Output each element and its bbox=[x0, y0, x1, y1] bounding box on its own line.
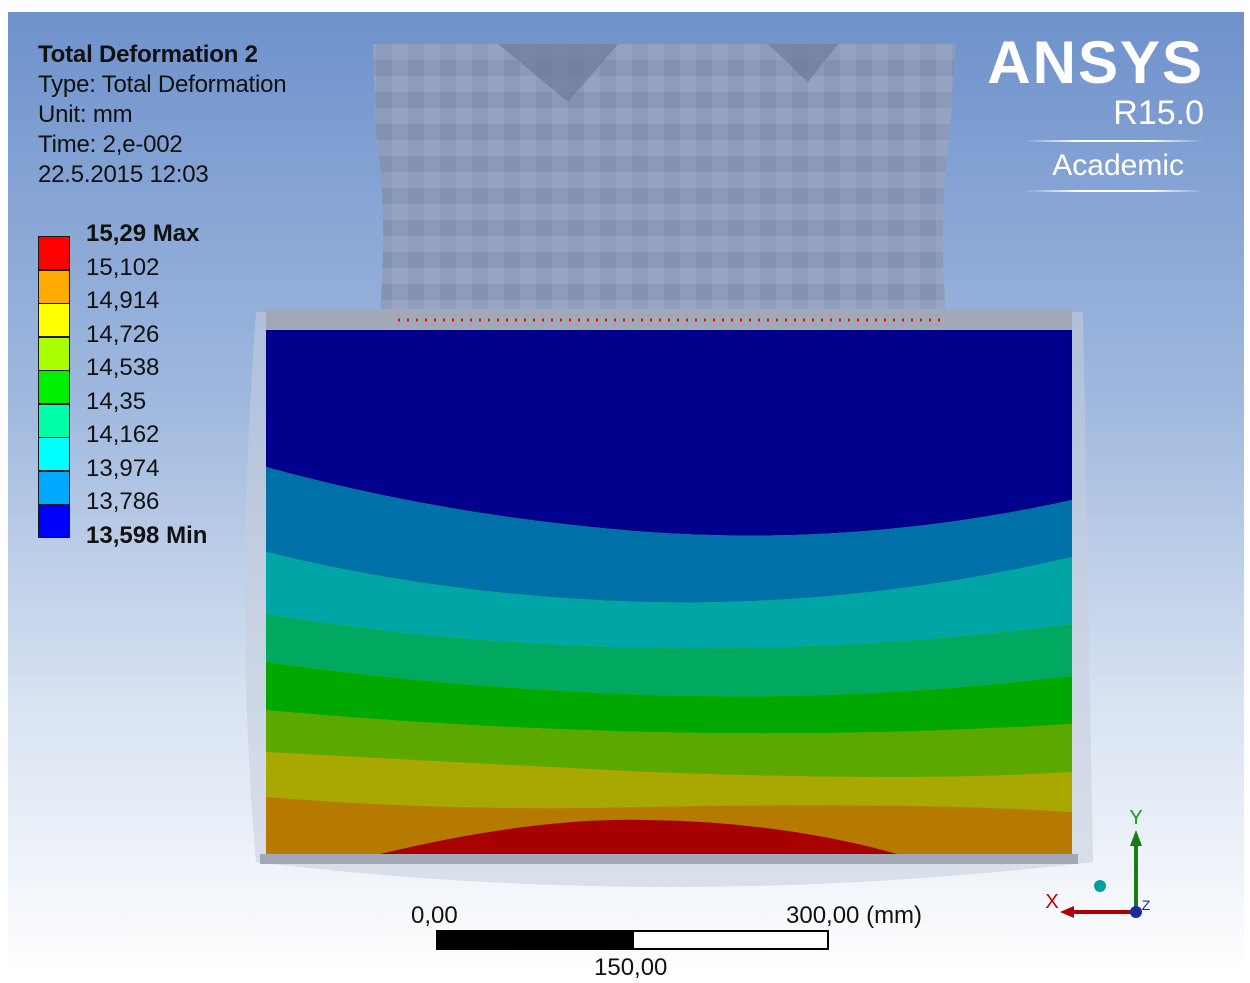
legend-swatch bbox=[38, 303, 70, 337]
origin-dot-icon bbox=[1094, 880, 1106, 892]
legend-swatch bbox=[38, 504, 70, 538]
logo-divider bbox=[1024, 140, 1204, 142]
legend-label: 14,726 bbox=[86, 320, 160, 348]
legend-label: 14,538 bbox=[86, 354, 160, 381]
legend-label: 14,914 bbox=[86, 287, 160, 314]
bottom-plate bbox=[260, 854, 1078, 864]
z-axis-icon bbox=[1130, 906, 1142, 918]
legend-swatch bbox=[38, 470, 70, 505]
legend-swatch bbox=[38, 437, 70, 471]
result-title: Total Deformation 2 bbox=[38, 41, 258, 68]
legend-label: 15,102 bbox=[86, 253, 160, 281]
contour-bands bbox=[266, 330, 1072, 857]
legend-swatch bbox=[38, 236, 70, 270]
legend-label: 15,29 Max bbox=[86, 220, 200, 247]
logo-edition: Academic bbox=[1052, 149, 1184, 182]
graphics-viewport[interactable]: Total Deformation 2 Type: Total Deformat… bbox=[8, 12, 1244, 978]
upper-mesh-shadow-2 bbox=[768, 44, 838, 82]
ansys-logo: ANSYS R15.0 Academic bbox=[987, 32, 1204, 192]
logo-divider-bottom bbox=[1024, 190, 1204, 192]
result-datetime: 22.5.2015 12:03 bbox=[38, 161, 209, 188]
legend-swatch bbox=[38, 336, 70, 371]
result-time: Time: 2,e-002 bbox=[38, 131, 183, 158]
legend-label: 13,974 bbox=[86, 454, 160, 482]
result-info: Total Deformation 2 Type: Total Deformat… bbox=[38, 40, 287, 190]
scale-bar-black bbox=[436, 930, 634, 950]
legend-swatch bbox=[38, 370, 70, 404]
scale-left-label: 0,00 bbox=[411, 902, 458, 929]
legend-label: 14,35 bbox=[86, 387, 147, 415]
upper-mesh-shadow bbox=[498, 44, 618, 102]
scale-mid-label: 150,00 bbox=[594, 954, 668, 978]
scale-bar-white bbox=[632, 930, 829, 950]
result-type: Type: Total Deformation bbox=[38, 71, 287, 98]
result-unit: Unit: mm bbox=[38, 101, 133, 128]
x-axis-label: X bbox=[1045, 891, 1058, 913]
legend-label: 13,598 Min bbox=[86, 521, 208, 549]
z-axis-label: Z bbox=[1142, 897, 1151, 913]
legend-swatch bbox=[38, 403, 70, 438]
scale-right-label: 300,00 (mm) bbox=[786, 902, 923, 929]
upper-mesh-part bbox=[373, 44, 956, 312]
axis-triad[interactable]: Y X Z bbox=[1038, 802, 1158, 922]
deformation-model bbox=[245, 44, 1093, 887]
legend-swatch bbox=[38, 269, 70, 304]
logo-brand: ANSYS bbox=[987, 29, 1204, 96]
legend-label: 13,786 bbox=[86, 488, 160, 515]
legend-label: 14,162 bbox=[86, 421, 160, 448]
y-axis-label: Y bbox=[1129, 807, 1142, 829]
logo-version: R15.0 bbox=[1113, 94, 1204, 132]
